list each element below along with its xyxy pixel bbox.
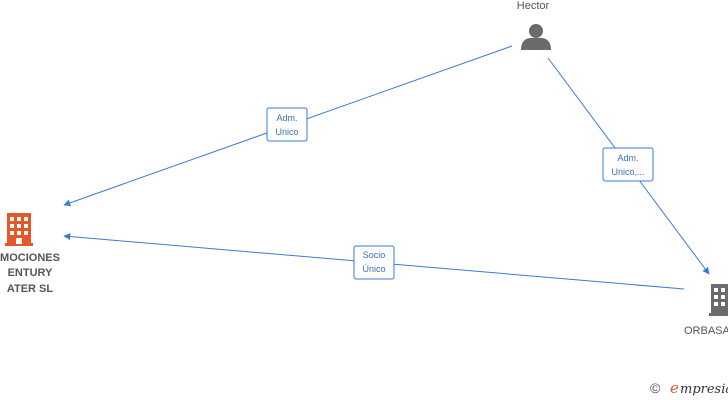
building-icon (5, 213, 33, 246)
node-company-right[interactable]: ORBASA (684, 284, 728, 337)
edge-label-line: Socio (363, 250, 386, 260)
edge-label-line: Adm. (276, 113, 297, 123)
copyright-symbol: © (650, 380, 661, 396)
node-company-left-label-line: ATER SL (7, 283, 54, 295)
edge-label-line: Unico,... (611, 167, 644, 177)
person-icon (521, 24, 551, 50)
node-company-left-label-line: MOCIONES (0, 252, 60, 264)
node-company-left-label-line: ENTURY (8, 267, 53, 279)
edge-label-line: Unico (275, 127, 298, 137)
node-person-label: Hector (517, 0, 550, 12)
edge-label-line: Único (362, 264, 385, 274)
edge-label-adm-unico-more[interactable]: Adm. Unico,... (602, 147, 654, 182)
edge-label-line: Adm. (617, 153, 638, 163)
node-company-right-label: ORBASA (684, 325, 728, 337)
brand-initial: e (670, 379, 679, 397)
brand-name: mpresia (680, 382, 728, 397)
edge-label-socio-unico[interactable]: Socio Único (353, 245, 395, 280)
node-person[interactable]: Hector (517, 0, 551, 50)
node-company-left[interactable]: MOCIONES ENTURY ATER SL (0, 213, 60, 295)
brand-footer: © e mpresia (650, 379, 728, 397)
edge-label-adm-unico[interactable]: Adm. Unico (266, 107, 308, 142)
building-icon (709, 284, 728, 316)
